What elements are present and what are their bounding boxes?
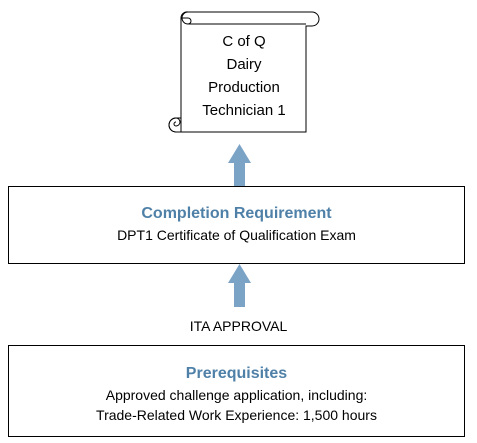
certificate-text: C of Q Dairy Production Technician 1 — [182, 30, 306, 122]
arrow-up-to-completion — [228, 264, 251, 307]
prerequisites-line: Approved challenge application, includin… — [105, 387, 368, 403]
prerequisites-line: Trade-Related Work Experience: 1,500 hou… — [96, 407, 377, 423]
prerequisites-title: Prerequisites — [185, 365, 288, 382]
prerequisites-box: Prerequisites Approved challenge applica… — [8, 345, 465, 437]
completion-title: Completion Requirement — [141, 205, 332, 222]
certificate-line: Dairy — [226, 56, 262, 73]
completion-requirement-box: Completion Requirement DPT1 Certificate … — [8, 186, 465, 264]
ita-approval-label: ITA APPROVAL — [189, 318, 288, 334]
certificate-scroll-icon — [168, 11, 320, 133]
certificate-line: Technician 1 — [202, 102, 286, 119]
certificate-line: C of Q — [222, 33, 266, 50]
certificate-line: Production — [208, 79, 280, 96]
arrow-up-to-certificate — [228, 144, 251, 186]
completion-text: DPT1 Certificate of Qualification Exam — [117, 227, 356, 243]
